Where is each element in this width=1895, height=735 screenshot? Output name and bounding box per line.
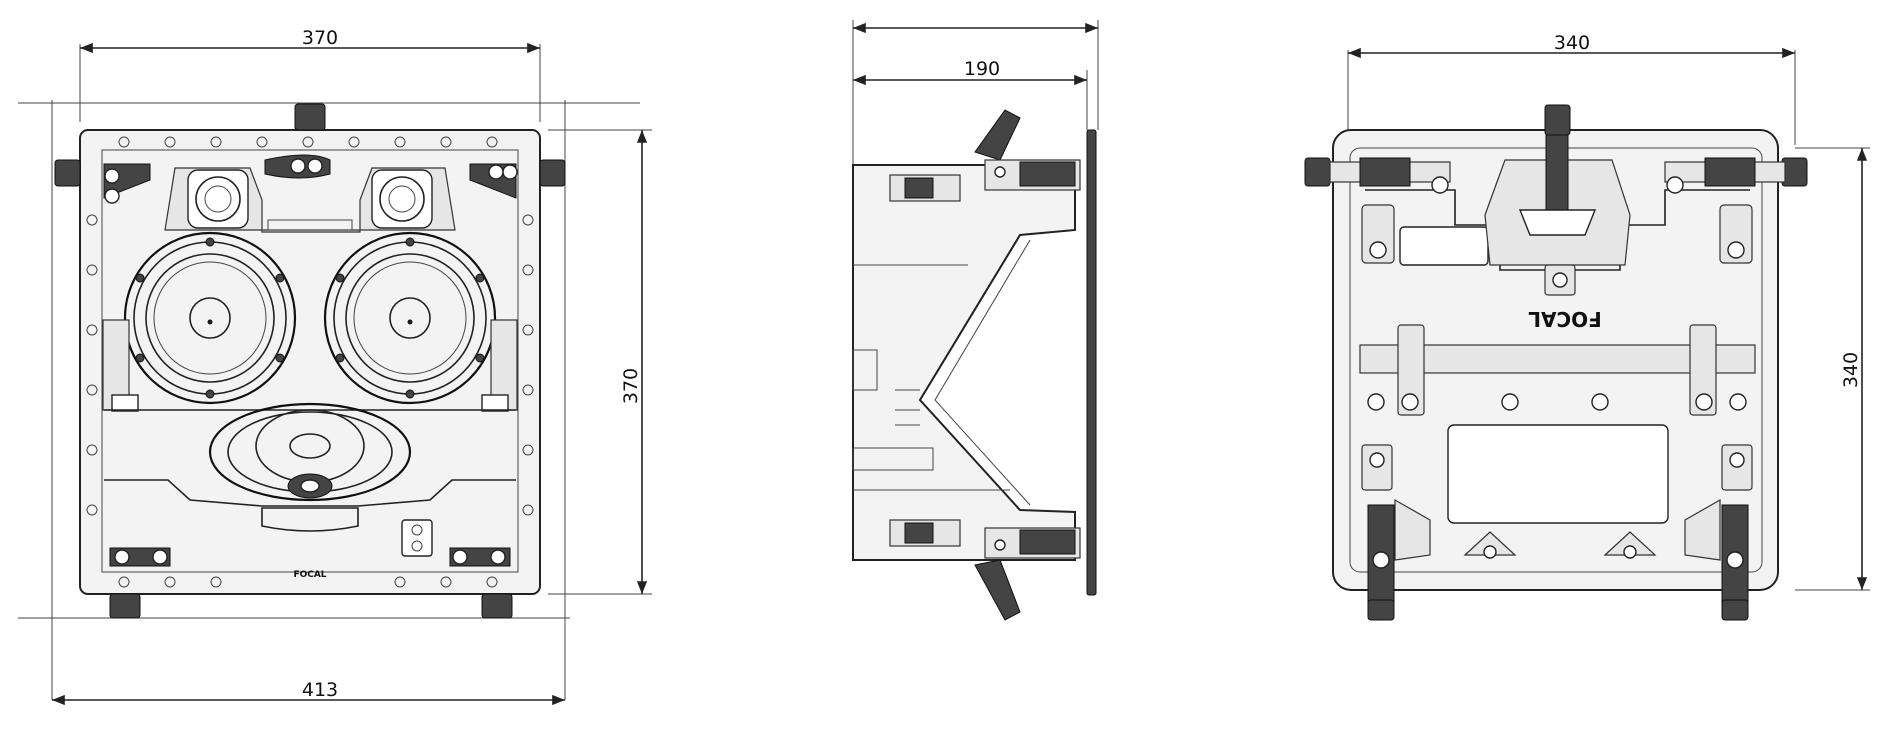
back-crossbar xyxy=(1359,344,1756,374)
terminal-block xyxy=(401,519,433,557)
bottom-left-clamp xyxy=(109,593,141,619)
back-top-left-clamp xyxy=(1304,157,1451,194)
back-view: 340 340 xyxy=(1304,32,1870,621)
side-view: 190 xyxy=(852,20,1099,621)
centre-driver xyxy=(208,402,412,532)
back-label-plate xyxy=(1447,424,1669,524)
side-front-plate xyxy=(1086,129,1097,596)
back-bottom-left-clamp xyxy=(1367,498,1431,621)
right-tweeter xyxy=(379,176,425,222)
back-width-label: 340 xyxy=(1554,32,1590,54)
side-mid-clamps xyxy=(889,174,961,547)
back-height-label: 340 xyxy=(1840,352,1862,388)
right-tweeter-housing xyxy=(371,169,433,229)
back-small-plate xyxy=(1399,226,1489,266)
front-view: 370 370 413 xyxy=(18,27,652,706)
left-tweeter-housing xyxy=(187,169,249,229)
right-clamp xyxy=(539,159,566,187)
side-bottom-clamp xyxy=(974,527,1081,621)
perimeter-holes xyxy=(86,136,534,588)
front-outer-width-label: 413 xyxy=(302,679,338,701)
side-depth-label: 190 xyxy=(964,58,1000,80)
front-height-label: 370 xyxy=(620,368,642,404)
bottom-right-clamp xyxy=(481,593,513,619)
back-logo: FOCAL xyxy=(1528,307,1602,331)
top-clamp xyxy=(294,103,326,131)
side-cabinet xyxy=(852,164,1076,561)
back-top-clamp xyxy=(1484,104,1631,296)
left-tweeter xyxy=(195,176,241,222)
back-bottom-right-clamp xyxy=(1684,498,1749,621)
front-logo: FOCAL xyxy=(293,570,326,580)
left-clamp xyxy=(54,159,81,187)
front-width-label: 370 xyxy=(302,27,338,49)
side-top-clamp xyxy=(974,109,1081,191)
back-top-right-clamp xyxy=(1664,157,1808,194)
